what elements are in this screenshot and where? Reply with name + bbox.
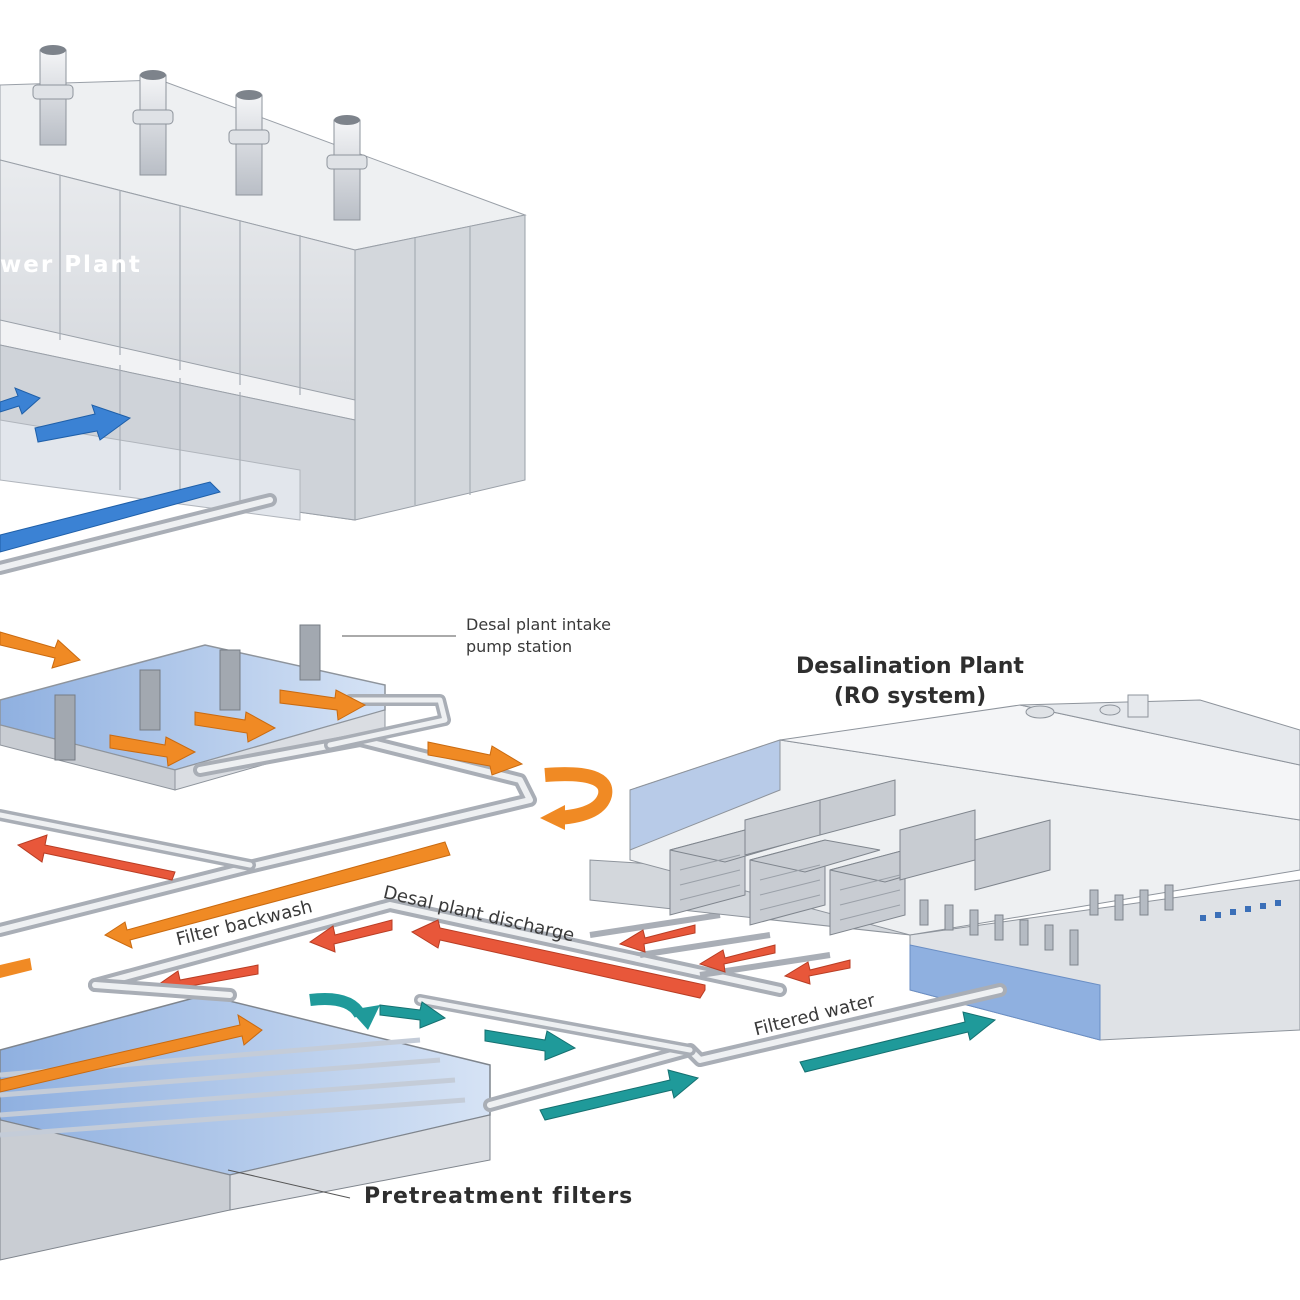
blue-band-power [0,481,221,553]
discharge-pipe [88,898,787,997]
intake-label-line2: pump station [466,637,573,656]
ro-racks [669,779,1051,936]
teal-arrow-2 [484,1029,577,1061]
power-plant-label: wer Plant [0,252,142,278]
desal-title-line1: Desalination Plant [796,654,1024,679]
pretreatment-filters [0,994,491,1261]
desal-pumps [919,884,1174,966]
orange-arrow-intake-4 [109,734,197,767]
teal-arrow-4 [799,1011,997,1073]
red-arrow-desal-2 [698,944,776,973]
intake-label-line1: Desal plant intake [466,615,611,634]
teal-arrow-1 [379,1001,447,1029]
orange-arrow-intake-1 [0,631,82,669]
orange-arrow-backwash-long [103,841,451,949]
desal-plant-title: Desalination Plant (RO system) [780,652,1040,712]
power-plant-building [0,79,527,521]
desal-windows [1200,900,1281,921]
orange-arrow-intake-5 [427,741,524,776]
desal-discharge-lines [589,912,831,978]
orange-arrow-intake-3 [194,711,277,743]
red-arrow-discharge-main [410,919,706,999]
filter-outlet-pipes [88,978,1007,1112]
desal-title-line2: (RO system) [833,684,987,709]
orange-u-turn-arrow [544,767,613,825]
pretreatment-label: Pretreatment filters [364,1184,634,1209]
teal-arrow-3 [539,1069,700,1121]
red-arrow-desal-3 [783,959,851,985]
orange-arrow-left-edge [0,958,32,978]
stack-4 [326,115,368,221]
blue-arrow-power-2 [34,404,132,443]
stack-2 [132,70,174,176]
stack-3 [228,90,270,196]
red-arrow-discharge-2 [308,919,393,953]
ro-rack-lines [679,854,901,921]
red-arrow-desal-1 [618,924,696,953]
stack-1 [32,45,74,146]
intake-pumps [54,624,321,761]
intake-pump-station-label: Desal plant intake pump station [466,614,611,658]
red-arrow-return-1 [16,834,176,881]
orange-arrow-filter [0,1013,263,1093]
blue-arrow-power-1 [0,387,41,415]
orange-arrow-intake-2 [279,689,367,721]
intake-pipes [0,694,537,937]
pretreatment-leader-line [227,1169,351,1199]
